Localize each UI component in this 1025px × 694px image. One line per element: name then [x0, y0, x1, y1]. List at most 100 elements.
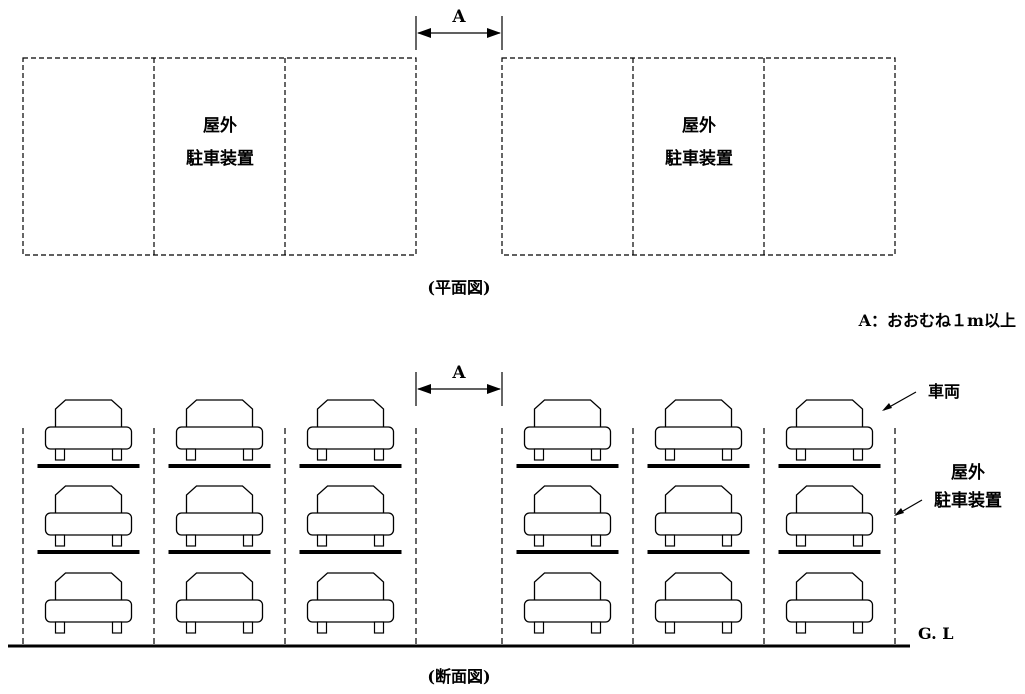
car	[175, 572, 264, 634]
car	[44, 485, 133, 547]
car-wheel	[795, 621, 807, 634]
plan-dimension-label: A	[451, 7, 466, 27]
car-body	[785, 512, 874, 536]
parking-platform	[37, 550, 140, 554]
car-wheel	[373, 448, 385, 461]
cars-layer	[37, 399, 881, 634]
car-cabin	[795, 485, 864, 515]
car-cabin	[795, 572, 864, 602]
car	[785, 485, 874, 547]
car-cabin	[664, 399, 733, 429]
car-cabin	[316, 399, 385, 429]
plan-left-unit-outline	[22, 57, 417, 256]
section-view-caption: (断面図)	[427, 667, 490, 686]
car-wheel	[185, 534, 197, 547]
car-wheel	[533, 621, 545, 634]
car-body	[306, 599, 395, 623]
car-body	[785, 599, 874, 623]
car-wheel	[316, 621, 328, 634]
car	[654, 572, 743, 634]
car-cabin	[185, 399, 254, 429]
car-body	[175, 512, 264, 536]
car-wheel	[590, 448, 602, 461]
car-wheel	[373, 534, 385, 547]
car-wheel	[54, 621, 66, 634]
car-wheel	[795, 448, 807, 461]
unit-callout-label-line1: 屋外	[951, 462, 985, 483]
car	[44, 572, 133, 634]
car	[306, 485, 395, 547]
car-cabin	[54, 399, 123, 429]
car-wheel	[590, 534, 602, 547]
car-wheel	[795, 534, 807, 547]
car	[523, 572, 612, 634]
plan-dimension-arrow-right	[487, 28, 501, 38]
plan-right-unit-label-line1: 屋外	[682, 115, 716, 136]
car-cabin	[316, 572, 385, 602]
car-body	[306, 426, 395, 450]
parking-platform	[299, 464, 402, 468]
car-body	[785, 426, 874, 450]
plan-right-unit-label-line2: 駐車装置	[665, 148, 733, 169]
parking-platform	[37, 464, 140, 468]
car-cabin	[185, 485, 254, 515]
parking-platform	[516, 550, 619, 554]
car-wheel	[111, 534, 123, 547]
section-dimension-arrow-left	[417, 384, 431, 394]
car-body	[175, 599, 264, 623]
car	[523, 399, 612, 461]
car-wheel	[242, 534, 254, 547]
vehicle-callout-label: 車両	[928, 382, 960, 401]
car	[306, 399, 395, 461]
car	[175, 485, 264, 547]
car-wheel	[373, 621, 385, 634]
car	[785, 399, 874, 461]
car-cabin	[533, 399, 602, 429]
car-wheel	[533, 534, 545, 547]
car-wheel	[852, 534, 864, 547]
car-wheel	[242, 621, 254, 634]
car-cabin	[664, 572, 733, 602]
plan-left-unit-label-line2: 駐車装置	[186, 148, 254, 169]
parking-platform	[778, 464, 881, 468]
car-cabin	[185, 572, 254, 602]
parking-platform	[516, 464, 619, 468]
plan-right-unit-outline	[501, 57, 896, 256]
plan-left-unit-label-line1: 屋外	[203, 115, 237, 136]
parking-platform	[647, 550, 750, 554]
car	[654, 399, 743, 461]
car	[44, 399, 133, 461]
car	[306, 572, 395, 634]
car	[785, 572, 874, 634]
ground-level-label: G. L	[918, 624, 953, 643]
car-wheel	[721, 534, 733, 547]
section-view: G. L A 車両 屋外 駐車装置 (断面図)	[8, 363, 1002, 686]
car-cabin	[533, 572, 602, 602]
car-wheel	[185, 621, 197, 634]
car-wheel	[721, 448, 733, 461]
section-dimension-label: A	[451, 363, 466, 383]
car-wheel	[590, 621, 602, 634]
car-wheel	[316, 534, 328, 547]
plan-view: A 屋外 駐車装置 屋外 駐車装置 (平面図)	[22, 7, 896, 297]
plan-view-caption: (平面図)	[427, 278, 490, 297]
car-wheel	[111, 621, 123, 634]
unit-callout-arrow	[894, 508, 904, 516]
parking-platform	[647, 464, 750, 468]
car-cabin	[54, 485, 123, 515]
dimension-note: A：おおむね１m以上	[858, 311, 1016, 330]
parking-platform	[299, 550, 402, 554]
car-wheel	[664, 448, 676, 461]
car-body	[654, 599, 743, 623]
unit-callout-label-line2: 駐車装置	[934, 490, 1002, 511]
car-wheel	[185, 448, 197, 461]
parking-platform	[168, 550, 271, 554]
car-wheel	[664, 534, 676, 547]
car-body	[523, 426, 612, 450]
car-body	[523, 512, 612, 536]
car-cabin	[795, 399, 864, 429]
parking-platform	[168, 464, 271, 468]
car-body	[654, 426, 743, 450]
car-body	[44, 512, 133, 536]
car-body	[523, 599, 612, 623]
